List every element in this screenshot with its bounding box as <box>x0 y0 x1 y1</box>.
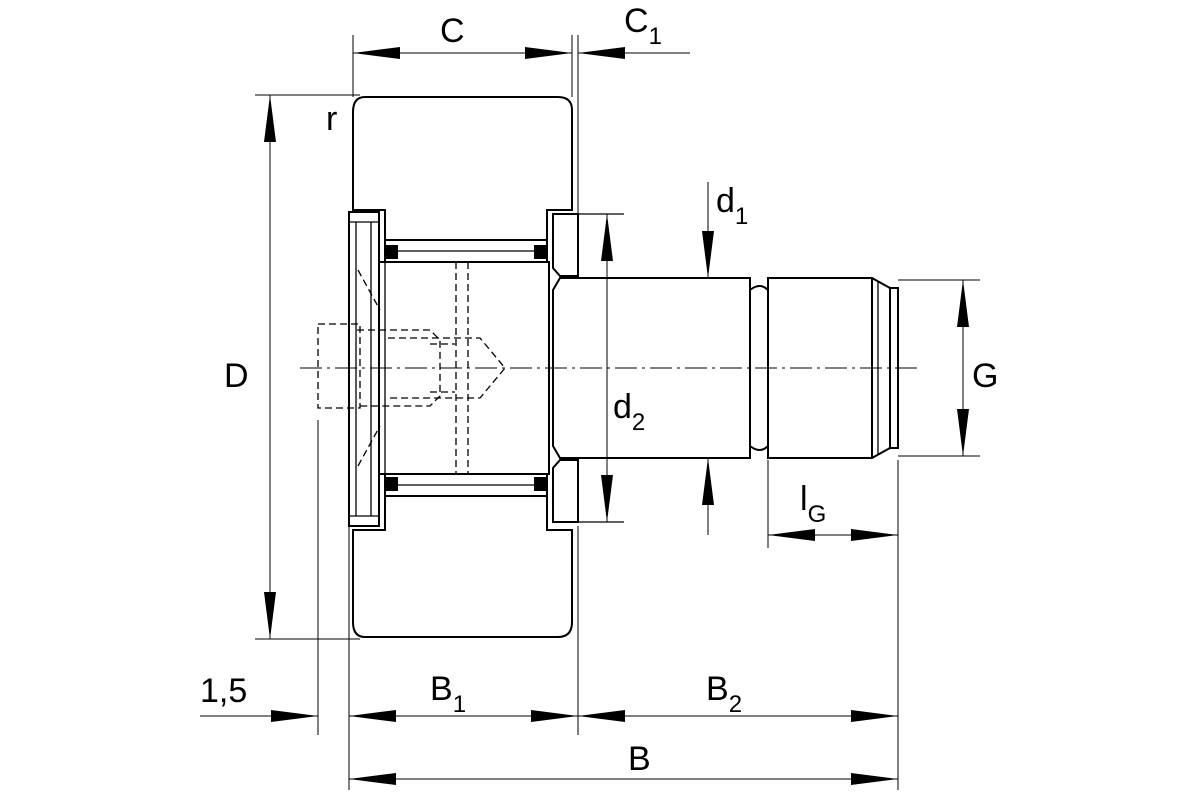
side-washer <box>552 213 624 523</box>
label-d1: d1 <box>716 182 748 230</box>
label-c1-sub: 1 <box>649 23 662 50</box>
extension-lines <box>255 35 980 790</box>
dimension-lines <box>200 47 969 785</box>
outer-ring-section <box>352 96 573 638</box>
label-d-outer: D <box>224 357 249 395</box>
label-d2: d2 <box>613 388 645 436</box>
label-b1: B1 <box>430 670 466 718</box>
flange-stud-head <box>348 211 380 527</box>
label-d1-sub: 1 <box>735 203 748 230</box>
label-g: G <box>972 357 998 395</box>
label-b2-sub: 2 <box>729 691 742 718</box>
label-c: C <box>440 12 465 50</box>
label-c1-main: C <box>624 2 649 40</box>
label-c1: C1 <box>624 2 662 50</box>
label-lg: lG <box>800 480 826 528</box>
label-lg-sub: G <box>808 501 827 528</box>
label-b: B <box>628 740 651 778</box>
label-b1-main: B <box>430 670 453 708</box>
label-1-5: 1,5 <box>200 672 247 710</box>
label-lg-main: l <box>800 480 808 518</box>
label-d2-main: d <box>613 388 632 426</box>
label-b2-main: B <box>706 670 729 708</box>
label-d1-main: d <box>716 182 735 220</box>
label-b2: B2 <box>706 670 742 718</box>
label-d2-sub: 2 <box>632 409 645 436</box>
label-b1-sub: 1 <box>453 691 466 718</box>
label-r: r <box>326 100 337 138</box>
